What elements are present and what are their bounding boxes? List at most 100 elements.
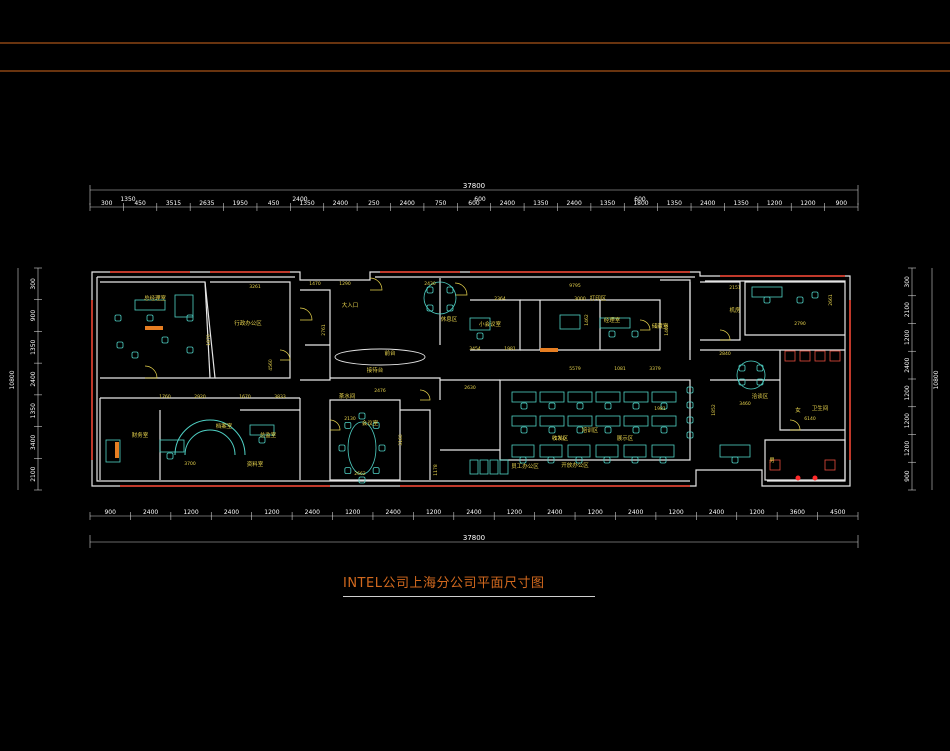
chair [575, 456, 583, 464]
interior-dim-0: 3261 [249, 284, 261, 290]
room-label-23: 培训区 [582, 426, 599, 434]
cabinet-left [105, 439, 121, 463]
chair [604, 402, 612, 410]
partition-15 [744, 281, 845, 336]
door-swing-6 [719, 329, 731, 341]
workstation [567, 415, 593, 427]
chair [426, 304, 434, 312]
conference-chair [372, 467, 380, 475]
chair [258, 436, 266, 444]
chair [186, 346, 194, 354]
chair [686, 386, 694, 394]
door-swing-3 [369, 277, 383, 291]
title-underline [343, 596, 595, 597]
partition-7 [329, 399, 401, 481]
dim-text-right-0: 300 [904, 276, 911, 288]
dim-text-bottom-11: 2400 [547, 509, 562, 516]
dim-text-bottom-13: 2400 [628, 509, 643, 516]
dim-text-top-1: 450 [134, 200, 146, 207]
dim-text-bottom-4: 1200 [264, 509, 279, 516]
workstation [595, 415, 621, 427]
workstation [511, 391, 537, 403]
cabinet [469, 459, 479, 475]
dim-text-right-3: 2400 [904, 357, 911, 372]
conference-table [347, 421, 377, 475]
room-label-0: 总经理室 [144, 294, 167, 302]
furniture [105, 281, 819, 484]
dim-text-bottom-1: 2400 [143, 509, 158, 516]
dim-text-top-2: 3515 [166, 200, 181, 207]
desk-gm [134, 299, 166, 311]
dim-text-top-3: 2635 [199, 200, 214, 207]
room-label-2: 大入口 [342, 301, 359, 309]
door-swing-2 [299, 307, 313, 321]
dim-text-right-7: 900 [904, 470, 911, 482]
dim-text-top-19: 1350 [733, 200, 748, 207]
interior-dim-16: 2151 [729, 285, 741, 291]
drawing-title-block: INTEL公司上海分公司平面尺寸图 [343, 572, 595, 597]
chair [796, 296, 804, 304]
dim-text-top-6: 1350 [299, 200, 314, 207]
interior-dim-26: 1981 [654, 406, 666, 412]
chair [686, 431, 694, 439]
room-label-5: 茶水间 [339, 392, 356, 400]
dim-text-right-4: 1200 [904, 385, 911, 400]
dim-text-top-15: 1350 [600, 200, 615, 207]
dim-text-top-7: 2400 [333, 200, 348, 207]
workstation [567, 391, 593, 403]
dim-text-bottom-10: 1200 [507, 509, 522, 516]
chair [548, 402, 556, 410]
door-swing-7 [789, 419, 801, 431]
marker-orange [540, 348, 558, 352]
conference-chair [372, 421, 380, 429]
workstation [651, 415, 677, 427]
conference-chair [358, 476, 366, 484]
dim-text-top2-1: 2400 [292, 196, 307, 203]
chair [576, 426, 584, 434]
chair [161, 336, 169, 344]
interior-dim-24: 2662 [354, 471, 366, 477]
chair [756, 378, 764, 386]
dim-text-top-11: 600 [468, 200, 480, 207]
dim-text-bottom-17: 3600 [790, 509, 805, 516]
interior-dim-v-8: 2661 [828, 294, 834, 306]
chair [631, 456, 639, 464]
room-label-12: 开放办公区 [561, 461, 589, 469]
dim-text-overall-top: 37800 [463, 182, 485, 190]
chair [446, 286, 454, 294]
building-walls [91, 271, 851, 487]
workstation [623, 391, 649, 403]
partition-0 [100, 281, 216, 379]
door-swing-0 [144, 365, 158, 379]
dim-text-bottom-14: 1200 [668, 509, 683, 516]
dim-text-top-13: 1350 [533, 200, 548, 207]
partition-2 [210, 281, 291, 379]
workstation [539, 415, 565, 427]
dim-text-top2-3: 600 [634, 196, 646, 203]
interior-dim-2: 2920 [194, 394, 206, 400]
door-swing-1 [279, 349, 291, 361]
partition-10 [520, 299, 661, 351]
dim-text-right-5: 1200 [904, 413, 911, 428]
chair [686, 416, 694, 424]
room-label-25: 小会议室 [479, 320, 502, 328]
partition-18 [764, 439, 846, 481]
dim-text-top-10: 750 [435, 200, 447, 207]
workstation-bottom [539, 444, 563, 458]
restroom-fixtures [769, 350, 841, 481]
chair [632, 402, 640, 410]
cabinet [479, 459, 489, 475]
workstation-bottom [511, 444, 535, 458]
room-label-8: 档案室 [216, 422, 233, 430]
room-label-19: 女 [795, 406, 801, 414]
interior-dim-v-3: 3160 [398, 434, 404, 446]
marker-orange [145, 326, 163, 330]
interior-dim-18: 2840 [719, 351, 731, 357]
dim-text-left-3: 2400 [30, 371, 37, 386]
interior-dim-17: 2790 [794, 321, 806, 327]
dim-text-bottom-8: 1200 [426, 509, 441, 516]
chair [632, 426, 640, 434]
room-label-17: 卫生间 [812, 404, 829, 412]
curved-desk-inner [184, 429, 236, 456]
